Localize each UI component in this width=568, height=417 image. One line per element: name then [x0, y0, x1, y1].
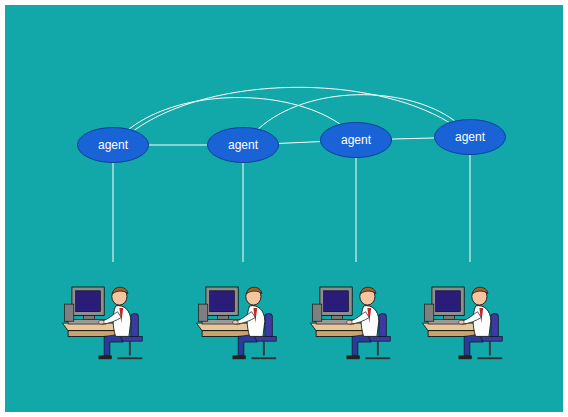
node-label: agent: [455, 130, 485, 144]
agent-ellipse: agent: [207, 127, 279, 163]
agent-link: [134, 87, 449, 130]
node-label: agent: [341, 133, 371, 147]
teal-ground: [5, 5, 563, 412]
agent-link: [149, 145, 207, 146]
user-at-computer: [62, 287, 142, 359]
agent-link: [392, 138, 434, 139]
agent-ellipse: agent: [77, 127, 149, 163]
agent-ellipse: agent: [320, 122, 392, 158]
agent-ellipse: agent: [434, 119, 506, 155]
user-link: [356, 158, 357, 262]
user-at-computer: [422, 287, 502, 359]
user-link: [243, 163, 244, 262]
node-label: agent: [98, 138, 128, 152]
user-link: [470, 155, 471, 262]
user-at-computer: [310, 287, 390, 359]
user-link: [113, 163, 114, 262]
user-links: [113, 155, 470, 262]
user-at-computer: [196, 287, 276, 359]
node-label: agent: [228, 138, 258, 152]
agent-link: [279, 142, 320, 144]
